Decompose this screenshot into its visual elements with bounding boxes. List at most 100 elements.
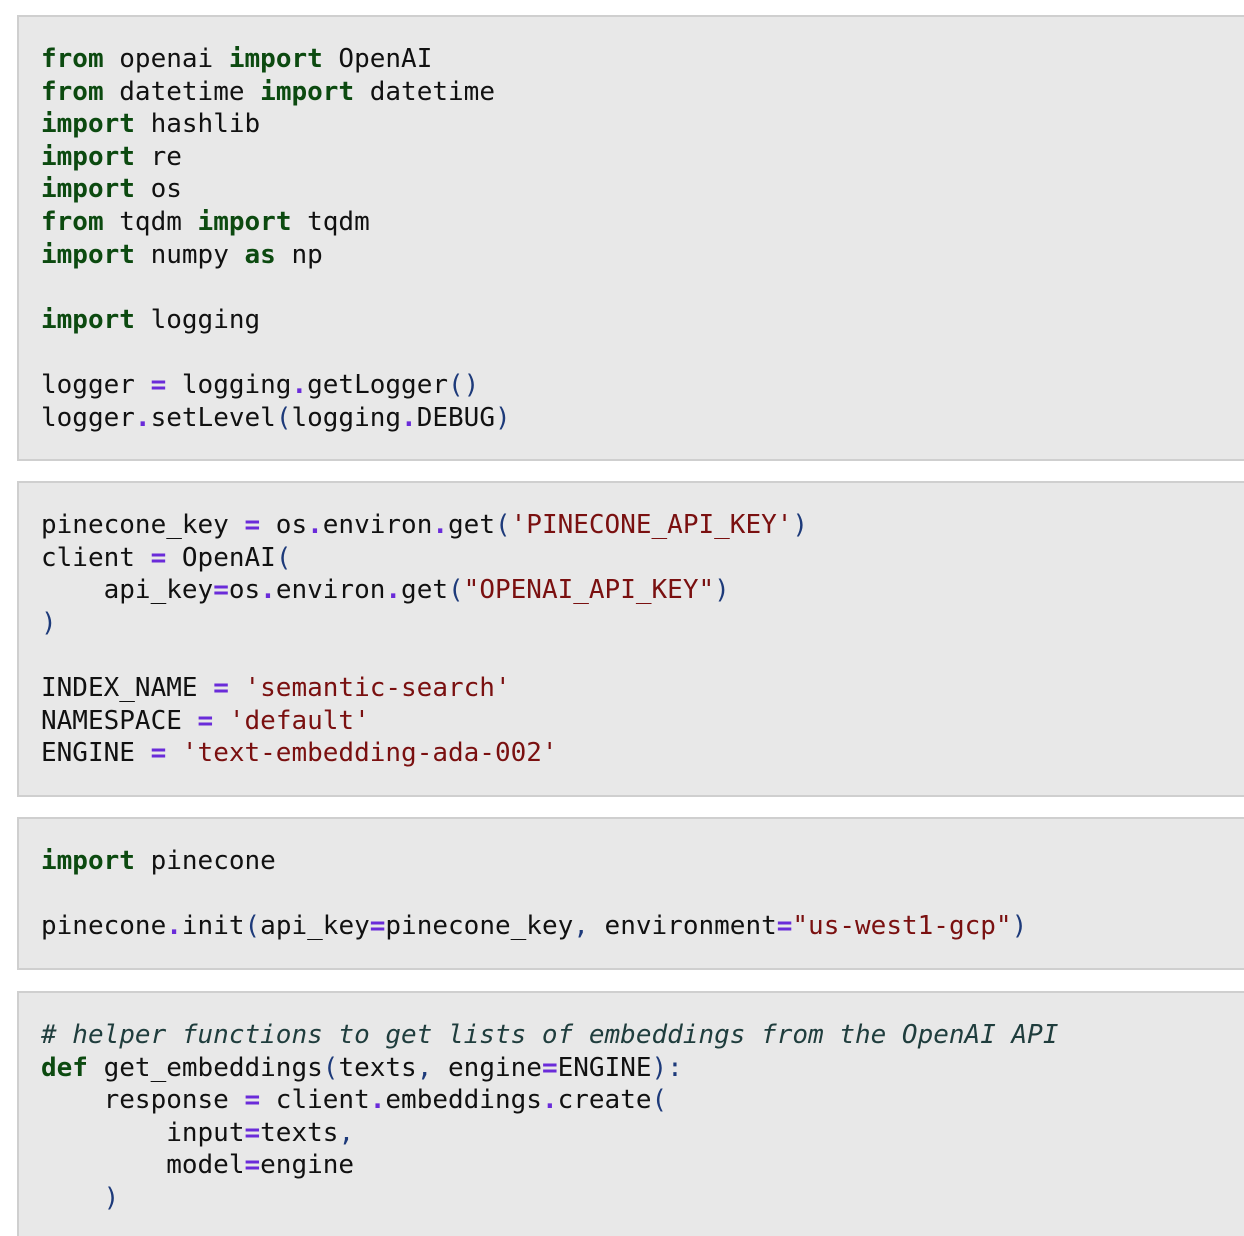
identifier-token: ENGINE (41, 738, 151, 769)
identifier-token: os (134, 174, 182, 205)
operator-token: = (244, 1085, 261, 1116)
operator-token: = (244, 1117, 261, 1148)
operator-token: = (213, 575, 229, 606)
code-line: from datetime import datetime (41, 76, 1244, 109)
code-line (41, 639, 1244, 672)
code-line (41, 271, 1244, 304)
identifier-token: model (41, 1150, 245, 1181)
identifier-token: tqdm (291, 206, 370, 237)
punctuation-token: ) (714, 575, 730, 606)
identifier-token: re (134, 141, 182, 172)
identifier-token: pinecone (41, 911, 167, 942)
keyword-token: import (41, 846, 135, 876)
code-cell-pinecone-init[interactable]: import pinecone pinecone.init(api_key=pi… (17, 817, 1244, 970)
operator-token: = (150, 369, 167, 400)
code-line: input=texts, (41, 1117, 1244, 1150)
operator-token: = (369, 911, 386, 942)
keyword-token: import (197, 206, 292, 237)
identifier-token: openai (103, 44, 229, 74)
code-line: ENGINE = 'text-embedding-ada-002' (41, 737, 1244, 770)
operator-token: . (541, 1085, 558, 1116)
punctuation-token: () (448, 369, 480, 400)
code-line: import logging (41, 304, 1244, 337)
identifier-token: texts (338, 1052, 417, 1083)
code-line: import re (41, 141, 1244, 174)
punctuation-token: ( (244, 911, 261, 942)
code-line: ) (41, 607, 1244, 640)
code-line: model=engine (41, 1149, 1244, 1182)
code-line: from openai import OpenAI (41, 43, 1244, 76)
code-line: pinecone.init(api_key=pinecone_key, envi… (41, 910, 1244, 943)
identifier-token: datetime (103, 76, 261, 107)
identifier-token: environ (275, 575, 386, 606)
identifier-token: response (41, 1085, 245, 1116)
code-line: client = OpenAI( (41, 542, 1244, 575)
operator-token: . (369, 1085, 386, 1116)
keyword-token: import (228, 44, 323, 74)
identifier-token: datetime (354, 76, 495, 107)
code-line (41, 878, 1244, 911)
string-token: "us-west1-gcp" (792, 911, 1012, 942)
identifier-token: hashlib (134, 109, 261, 140)
keyword-token: from (41, 44, 104, 74)
punctuation-token: ( (448, 575, 464, 606)
operator-token: . (432, 510, 449, 540)
code-line: INDEX_NAME = 'semantic-search' (41, 672, 1244, 705)
operator-token: . (307, 510, 323, 540)
keyword-token: import (260, 76, 355, 107)
identifier-token: logging (291, 402, 402, 433)
identifier-token: NAMESPACE (41, 705, 198, 736)
keyword-token: def (41, 1052, 88, 1083)
identifier-token: engine (260, 1150, 355, 1181)
punctuation-token: ): (651, 1052, 683, 1083)
code-line: import os (41, 173, 1244, 206)
operator-token: . (291, 369, 308, 400)
punctuation-token: ( (322, 1052, 339, 1083)
identifier-token: input (41, 1117, 245, 1148)
identifier-token: init (181, 911, 245, 942)
identifier-token: texts (260, 1117, 339, 1148)
identifier-token: environment (588, 911, 777, 942)
operator-token: = (541, 1052, 558, 1083)
code-line: api_key=os.environ.get("OPENAI_API_KEY") (41, 574, 1244, 607)
code-cell-helpers[interactable]: # helper functions to get lists of embed… (17, 991, 1244, 1236)
identifier-token: logging (134, 304, 261, 335)
identifier-token: logger (41, 402, 135, 433)
code-line: pinecone_key = os.environ.get('PINECONE_… (41, 509, 1244, 542)
identifier-token (229, 673, 245, 703)
comment-token: # helper functions to get lists of embed… (41, 1020, 1059, 1050)
punctuation-token: ( (494, 510, 511, 540)
identifier-token: ENGINE (557, 1052, 652, 1083)
code-block: import pinecone pinecone.init(api_key=pi… (41, 845, 1244, 943)
keyword-token: from (41, 206, 104, 237)
identifier-token: setLevel (150, 402, 276, 433)
punctuation-token: ( (275, 542, 292, 573)
punctuation-token: ( (275, 402, 292, 433)
code-line: logger.setLevel(logging.DEBUG) (41, 402, 1244, 435)
keyword-token: import (41, 109, 135, 140)
string-token: 'semantic-search' (244, 672, 511, 703)
string-token: "OPENAI_API_KEY" (463, 575, 715, 606)
keyword-token: import (41, 174, 135, 205)
code-block: pinecone_key = os.environ.get('PINECONE_… (41, 509, 1244, 770)
punctuation-token: ) (41, 607, 57, 638)
operator-token: = (244, 1150, 261, 1181)
identifier-token: pinecone_key (41, 510, 245, 540)
punctuation-token: ) (1011, 911, 1028, 942)
code-cell-config[interactable]: pinecone_key = os.environ.get('PINECONE_… (17, 481, 1244, 797)
punctuation-token: ( (651, 1085, 668, 1116)
identifier-token: client (260, 1085, 370, 1116)
code-line (41, 336, 1244, 369)
code-line: NAMESPACE = 'default' (41, 705, 1244, 738)
operator-token: . (385, 575, 402, 606)
punctuation-token: ) (792, 510, 809, 540)
punctuation-token: , (573, 911, 589, 942)
code-line: import hashlib (41, 108, 1244, 141)
identifier-token: OpenAI (166, 542, 276, 573)
code-line: # helper functions to get lists of embed… (41, 1019, 1244, 1052)
identifier-token: get_embeddings (87, 1052, 323, 1083)
identifier-token: api_key (260, 911, 370, 942)
identifier-token: get (448, 510, 495, 540)
code-line: logger = logging.getLogger() (41, 369, 1244, 402)
